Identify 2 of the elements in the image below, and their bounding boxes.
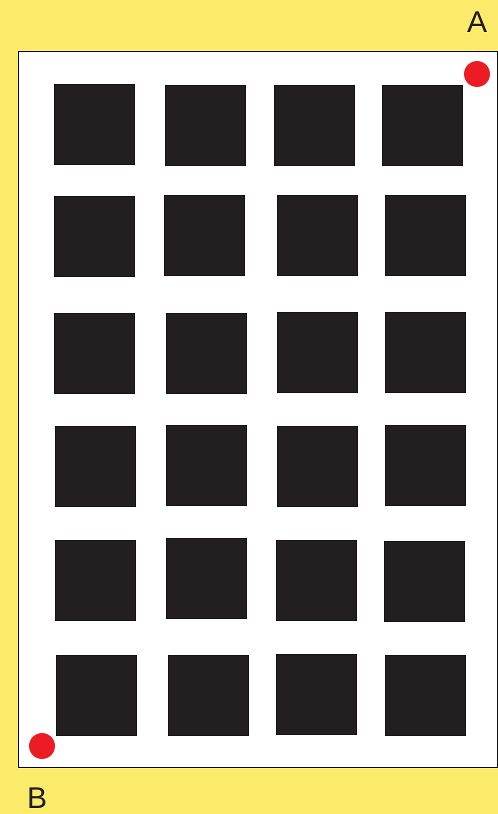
point-label: A [467, 8, 488, 38]
point-label: B [27, 784, 48, 814]
